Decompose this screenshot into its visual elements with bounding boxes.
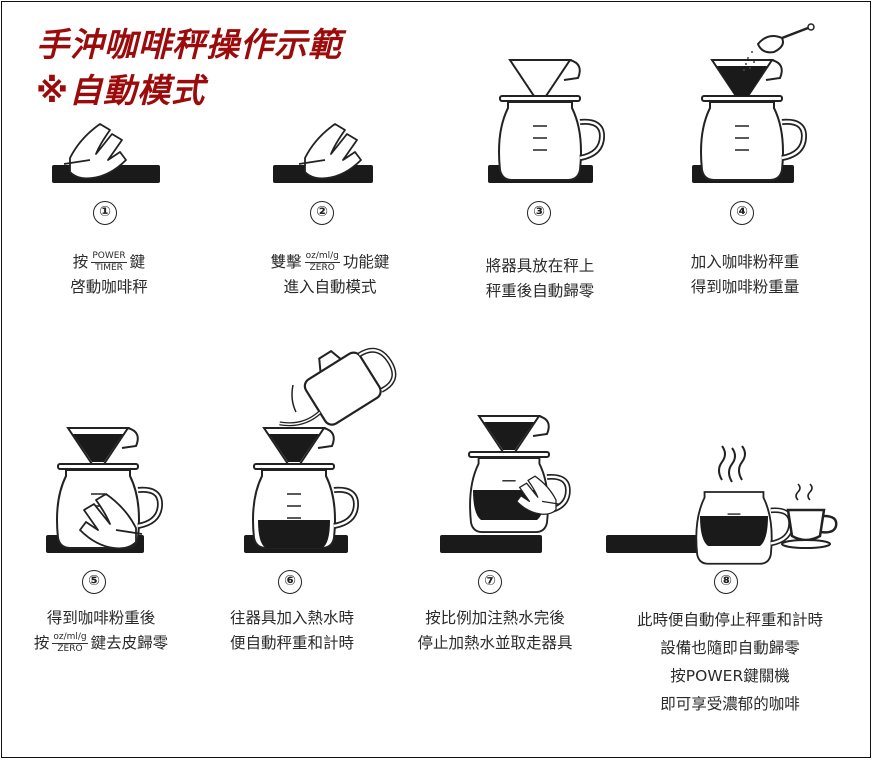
step-4-number: ④ (730, 201, 754, 225)
step-5-number: ⑤ (82, 570, 106, 594)
kettle (279, 347, 397, 427)
step-6-caption: 往器具加入熱水時 便自動秤重和計時 (229, 609, 354, 652)
step-5-illustration (46, 427, 160, 553)
step-4-caption: 加入咖啡粉秤重 得到咖啡粉重量 (690, 253, 800, 296)
title-line-1: 手沖咖啡秤操作示範 (36, 25, 342, 64)
step-8-illustration (606, 445, 838, 564)
title-line-2: ※自動模式 (36, 71, 206, 110)
step-2-number: ② (310, 201, 334, 225)
step-1-illustration (52, 123, 160, 183)
step-6-illustration (244, 347, 397, 553)
step-3-caption: 將器具放在秤上 秤重後自動歸零 (485, 257, 595, 300)
step-7-caption: 按比例加注熱水完後 停止加熱水並取走器具 (417, 609, 573, 652)
step-6-number: ⑥ (278, 570, 302, 594)
step-2-illustration (273, 123, 373, 183)
scale-7 (440, 535, 542, 553)
step-3-illustration (488, 59, 602, 183)
step-3-number: ③ (527, 201, 551, 225)
step-8-caption: 此時便自動停止秤重和計時 設備也隨即自動歸零 按POWER鍵關機 即可享受濃郁的… (636, 611, 823, 713)
step-7-illustration (440, 415, 568, 553)
step-1-number: ① (93, 201, 117, 225)
step-7-number: ⑦ (478, 570, 502, 594)
scale-8 (606, 535, 704, 553)
step-8-number: ⑧ (714, 570, 738, 594)
step-4-illustration (692, 23, 815, 183)
